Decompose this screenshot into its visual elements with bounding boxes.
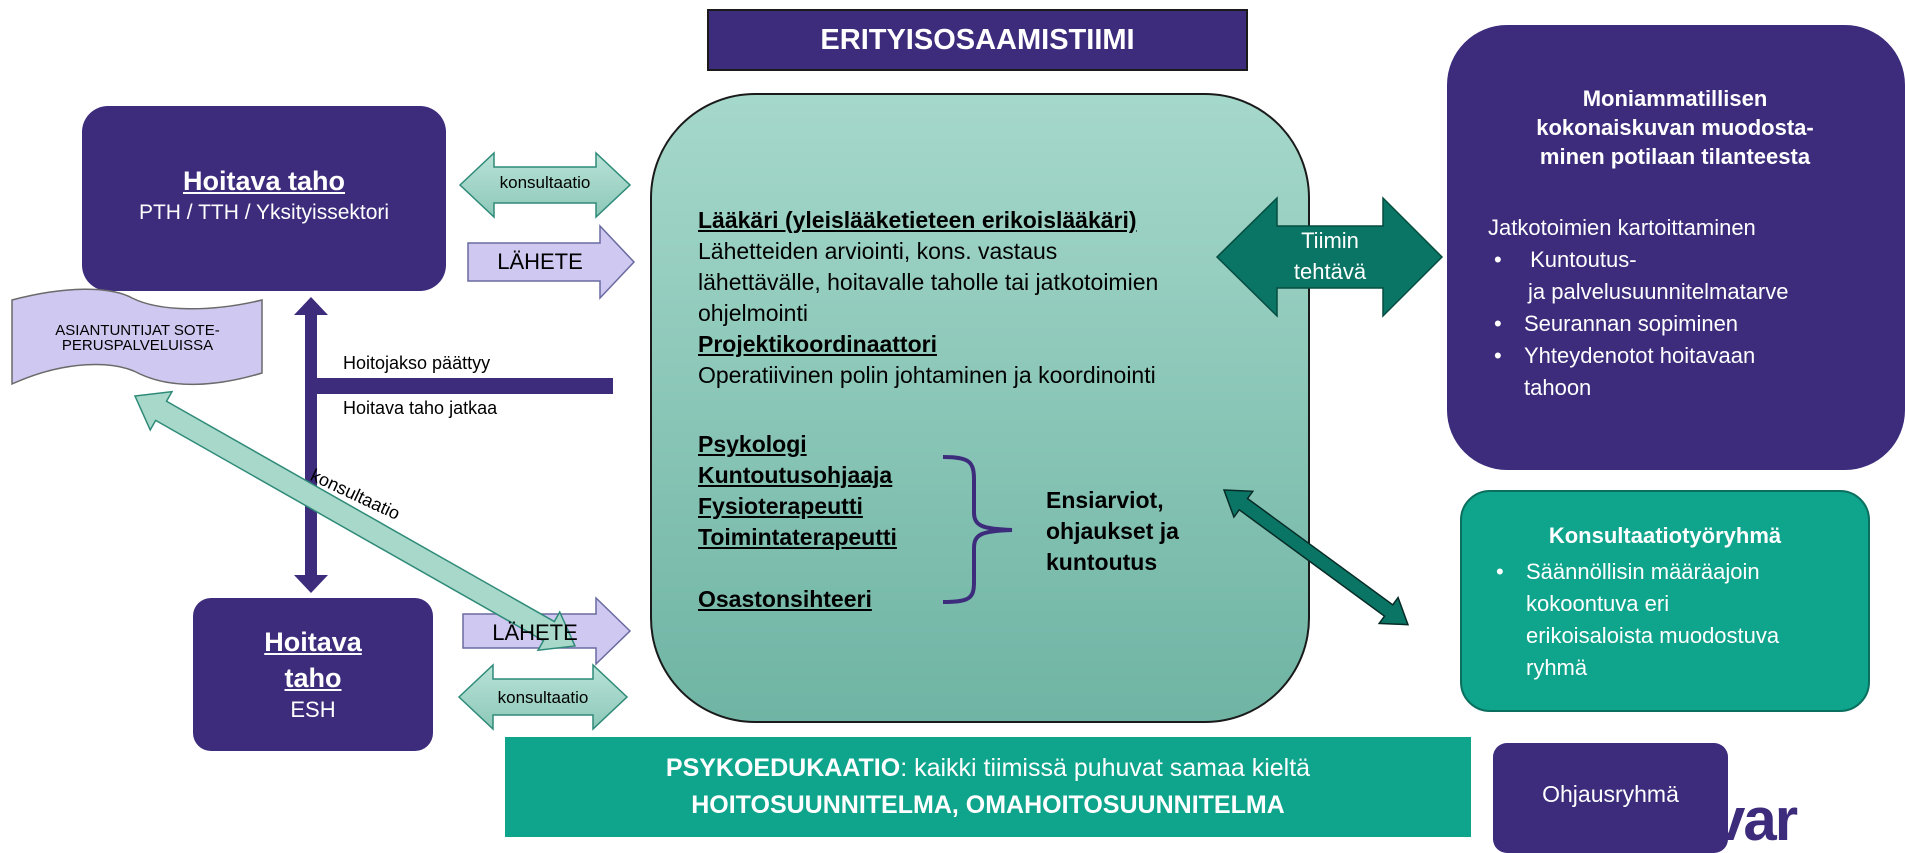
doctor-desc-1: Lähetteiden arviointi, kons. vastaus [698, 238, 1058, 264]
referral-top-arrow [467, 224, 636, 300]
consultation-group-line-3: erikoisaloista muodostuva [1526, 623, 1780, 648]
care-provider-specialized-title-1: Hoitava [264, 627, 362, 657]
overview-title-3: minen potilaan tilanteesta [1539, 144, 1811, 169]
care-ends-label: Hoitojakso päättyy [343, 353, 491, 373]
overview-bullet-1-line-2: ja palvelusuunnitelmatarve [1528, 279, 1789, 304]
overview-intro: Jatkotoimien kartoittaminen [1488, 215, 1756, 240]
consult-bottom-label: konsultaatio [497, 688, 589, 707]
experts-banner-text: ASIANTUNTIJAT SOTE- PERUSPALVELUISSA [20, 323, 255, 353]
role-psychologist: Psykologi [698, 431, 807, 457]
overview-content: Jatkotoimien kartoittaminen Kuntoutus- j… [1488, 212, 1898, 404]
roles-task-1: Ensiarviot, [1046, 487, 1164, 513]
team-header: ERITYISOSAAMISTIIMI [707, 9, 1248, 71]
experts-banner-line-2: PERUSPALVELUISSA [61, 337, 214, 354]
care-provider-specialized-subtitle: ESH [290, 697, 336, 722]
consultation-group-line-4: ryhmä [1526, 655, 1588, 680]
doctor-section: Lääkäri (yleislääketieteen erikoislääkär… [698, 205, 1258, 391]
experts-banner-shape [11, 288, 263, 386]
doctor-desc-2: lähettävälle, hoitavalle taholle tai jat… [698, 269, 1159, 295]
consult-top-arrow [458, 151, 632, 219]
overview-title-1: Moniammatillisen [1582, 86, 1768, 111]
care-provider-specialized-title-2: taho [284, 663, 342, 693]
referral-top-label: LÄHETE [497, 249, 583, 274]
consultation-group-title: Konsultaatiotyöryhmä [1548, 523, 1782, 548]
diagonal-consult-arrow [133, 390, 577, 652]
coordinator-desc: Operatiivinen polin johtaminen ja koordi… [698, 362, 1156, 388]
consultation-group-line-1: Säännöllisin määräajoin [1526, 559, 1760, 584]
doctor-desc-3: ohjelmointi [698, 300, 808, 326]
roles-task: Ensiarviot, ohjaukset ja kuntoutus [1046, 485, 1179, 578]
diagram-shapes [11, 151, 1444, 731]
consultation-group-content: Säännöllisin määräajoin kokoontuva eri e… [1490, 556, 1865, 684]
care-provider-specialized-box: Hoitava taho ESH [193, 598, 433, 751]
consult-bottom-arrow [457, 663, 629, 731]
role-physiotherapist: Fysioterapeutti [698, 493, 863, 519]
vertical-care-arrow [294, 297, 328, 593]
team-task-label-1: Tiimin [1301, 228, 1359, 253]
roles-task-2: ohjaukset ja [1046, 518, 1179, 544]
care-provider-primary-box: Hoitava taho PTH / TTH / Yksityissektori [82, 106, 446, 291]
overview-bullet-3-line-2: tahoon [1524, 375, 1592, 400]
psychoeducation-label: PSYKOEDUKAATIO [665, 754, 901, 782]
psychoeducation-text: : kaikki tiimissä puhuvat samaa kieltä [900, 754, 1311, 782]
team-task-arrow [1215, 196, 1444, 318]
roles-list: Psykologi Kuntoutusohjaaja Fysioterapeut… [698, 429, 897, 615]
referral-bottom-label: LÄHETE [492, 620, 578, 645]
care-continues-label: Hoitava taho jatkaa [343, 398, 498, 418]
consultation-group-bullet: Säännöllisin määräajoin kokoontuva eri e… [1490, 556, 1865, 684]
coordinator-title: Projektikoordinaattori [698, 331, 937, 357]
footer-line-2: HOITOSUUNNITELMA, OMAHOITOSUUNNITELMA [691, 791, 1285, 819]
overview-bullet-2: Seurannan sopiminen [1488, 308, 1898, 340]
overview-bullet-1: Kuntoutus- [1488, 244, 1898, 276]
role-rehab-counselor: Kuntoutusohjaaja [698, 462, 893, 488]
team-box [650, 93, 1310, 723]
care-ends-line [313, 378, 613, 394]
care-provider-primary-subtitle: PTH / TTH / Yksityissektori [138, 201, 390, 224]
overview-title-2: kokonaiskuvan muodosta- [1536, 115, 1814, 140]
consult-top-label: konsultaatio [499, 173, 591, 192]
footer-line-1: PSYKOEDUKAATIO: kaikki tiimissä puhuvat … [505, 750, 1471, 787]
overview-bullet-1-line-1: Kuntoutus- [1524, 247, 1637, 272]
footer-banner: PSYKOEDUKAATIO: kaikki tiimissä puhuvat … [505, 737, 1471, 837]
overview-title: Moniammatillisen kokonaiskuvan muodosta-… [1470, 84, 1880, 171]
experts-banner-line-1: ASIANTUNTIJAT SOTE- [55, 322, 220, 339]
doctor-title: Lääkäri (yleislääketieteen erikoislääkär… [698, 207, 1137, 233]
overview-bullet-3: Yhteydenotot hoitavaan [1488, 340, 1898, 372]
role-ward-secretary: Osastonsihteeri [698, 586, 872, 612]
care-provider-primary-title: Hoitava taho [182, 166, 346, 196]
role-occupational-therapist: Toimintaterapeutti [698, 524, 897, 550]
roles-task-3: kuntoutus [1046, 549, 1158, 575]
roles-bracket [942, 455, 1013, 604]
team-task-label-2: tehtävä [1293, 259, 1367, 284]
consultation-group-line-2: kokoontuva eri [1526, 591, 1670, 616]
consult-group-arrow [1222, 489, 1410, 626]
